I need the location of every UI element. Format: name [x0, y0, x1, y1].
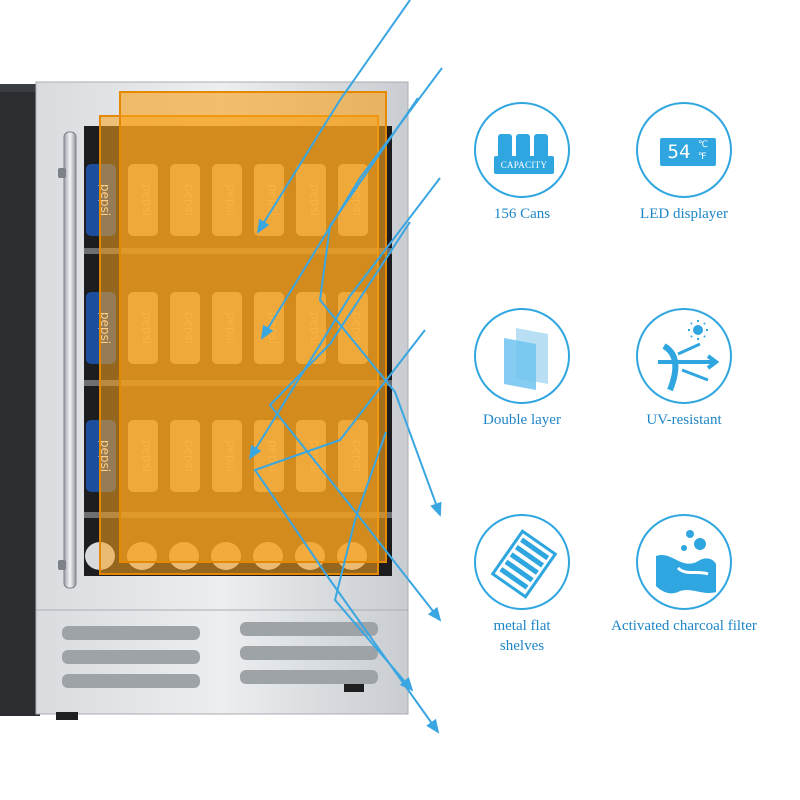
double-layer-glass-icon: [474, 308, 570, 404]
capacity-icon: CAPACITY: [474, 102, 570, 198]
feature-charcoal-filter: Activated charcoal filter: [594, 514, 774, 636]
uv-resistant-icon: [636, 308, 732, 404]
feature-uv-resistant: UV-resistant: [594, 308, 774, 430]
fridge-foot: [344, 684, 364, 692]
ventilation-grille: [62, 622, 378, 688]
feature-capacity: CAPACITY 156 Cans: [432, 102, 612, 224]
feature-label-double-layer: Double layer: [483, 412, 561, 428]
feature-label-capacity: 156 Cans: [493, 206, 551, 222]
feature-label-uv: UV-resistant: [646, 412, 722, 428]
feature-shelves: metal flat shelves: [432, 514, 612, 656]
led-display-icon: 54 ℃ ℉: [636, 102, 732, 198]
uv-light-rays: [248, 0, 443, 734]
feature-led-display: 54 ℃ ℉ LED displayer: [594, 102, 774, 224]
fridge-foot: [56, 712, 78, 720]
door-handle: [63, 131, 77, 589]
led-display-value: 54: [667, 141, 691, 163]
feature-label-led: LED displayer: [640, 206, 728, 222]
shelf-icon: [474, 514, 570, 610]
feature-label-shelves: metal flat shelves: [493, 618, 551, 654]
charcoal-filter-icon: [636, 514, 732, 610]
unit-fahrenheit: ℉: [698, 152, 707, 162]
beverage-fridge-illustration: pepsipepsipepsipepsipepsipepsipepsi peps…: [0, 0, 443, 734]
unit-celsius: ℃: [698, 140, 709, 150]
feature-label-charcoal: Activated charcoal filter: [611, 618, 757, 634]
cabinet-side: [0, 84, 40, 716]
capacity-badge: CAPACITY: [500, 160, 548, 170]
glass-layer-front: [119, 91, 387, 563]
feature-double-layer: Double layer: [432, 308, 612, 430]
